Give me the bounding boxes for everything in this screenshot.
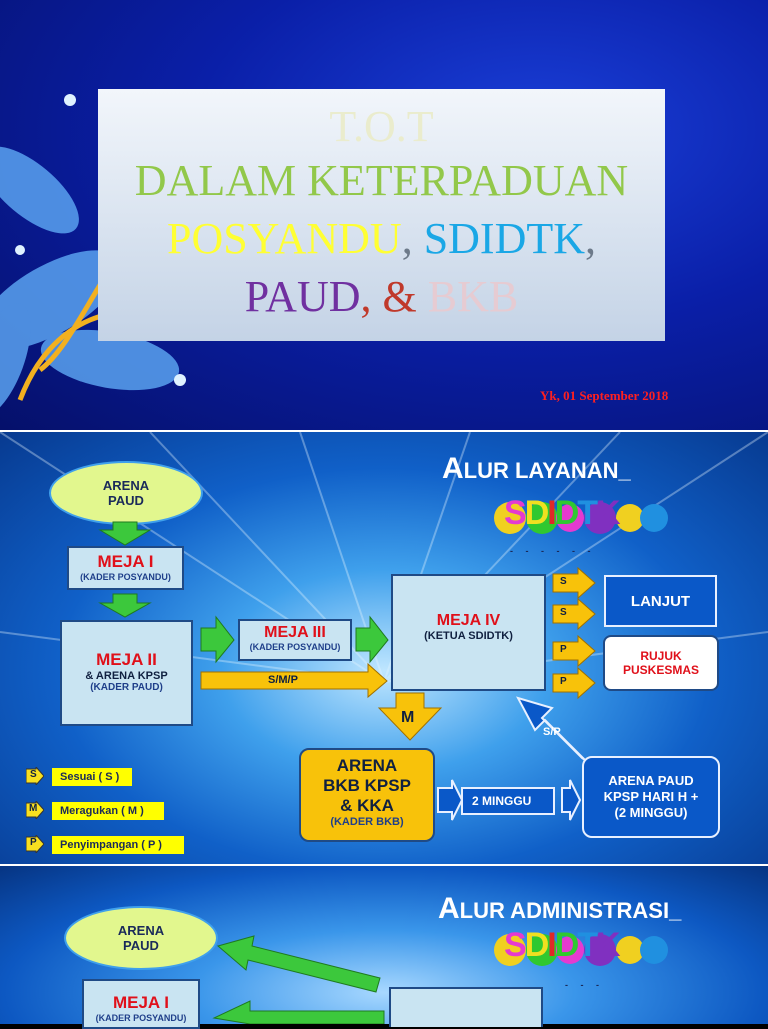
header-rest-text: LUR LAYANAN [463, 458, 619, 483]
header3-cap-letter: A [438, 892, 460, 925]
title-sep-2: , [585, 214, 597, 263]
header-alur-layanan: ALUR LAYANAN_ [442, 452, 631, 485]
legend-arrow-icon [26, 801, 44, 819]
meja-1-subtitle-2: (KADER POSYANDU) [95, 1013, 187, 1023]
logo-dashes: - - - - - - [510, 546, 591, 556]
dua-minggu-label: 2 MINGGU [472, 794, 532, 808]
meja-3-subtitle: (KADER POSYANDU) [249, 642, 341, 652]
meja-1-title: MEJA I [97, 552, 154, 571]
arrow-p-label-2: P [560, 676, 567, 687]
sdidtk-logo: SDIDTK [492, 492, 672, 538]
arena-paud-oval: ARENA PAUD [49, 461, 203, 525]
meja-3-box: MEJA III (KADER POSYANDU) [238, 619, 352, 661]
arena-bkb-subtitle: (KADER BKB) [330, 816, 404, 828]
meja-box-partial [389, 987, 543, 1027]
legend-tag-m: M [29, 803, 38, 814]
title-sep-1: , [401, 214, 413, 263]
rujuk-puskesmas-box: RUJUK PUSKESMAS [603, 635, 719, 691]
fractal-flower-decoration-icon [0, 94, 203, 417]
title-tot: T.O.T [329, 102, 434, 151]
arena-bkb-line1: ARENA [336, 756, 398, 775]
arena-bkb-line3: & KKA [340, 796, 394, 815]
logo-dashes-2: - - - [565, 980, 599, 990]
legend-tag-s: S [30, 769, 37, 780]
arena-bkb-line2: BKB KPSP [323, 776, 411, 795]
meja-4-title: MEJA IV [436, 612, 501, 629]
sdidtk-logo-letters: SDIDTK [504, 494, 621, 532]
meja-3-title: MEJA III [264, 624, 326, 641]
title-line-paud-bkb: PAUD, & BKB [98, 275, 665, 319]
title-dalam-keterpaduan: DALAM KETERPADUAN [134, 156, 629, 205]
sdidtk-logo-icon [494, 502, 668, 534]
legend-label-sesuai: Sesuai ( S ) [52, 768, 132, 786]
title-line-posyandu-sdidtk: POSYANDU, SDIDTK, [98, 217, 665, 261]
arrow-s-label-1: S [560, 576, 567, 587]
arena-paud-kpsp-box: ARENA PAUD KPSP HARI H + (2 MINGGU) [582, 756, 720, 838]
meja-2-box: MEJA II & ARENA KPSP (KADER PAUD) [60, 620, 193, 726]
m-label: M [401, 709, 415, 726]
sdidtk-logo-icon [494, 934, 668, 966]
meja-2-title: MEJA II [96, 650, 157, 669]
title-sdidtk: SDIDTK [423, 214, 586, 263]
arena-bkb-box: ARENA BKB KPSP & KKA (KADER BKB) [299, 748, 435, 842]
smp-label: S/M/P [268, 674, 298, 686]
lanjut-box: LANJUT [604, 575, 717, 627]
legend-label-penyimpangan: Penyimpangan ( P ) [52, 836, 184, 854]
title-slide: T.O.T DALAM KETERPADUAN POSYANDU, SDIDTK… [0, 0, 768, 432]
title-posyandu: POSYANDU [166, 214, 402, 263]
meja-2-line2: & ARENA KPSP [85, 670, 168, 682]
meja-1-subtitle: (KADER POSYANDU) [80, 572, 171, 582]
sp-label: S/P [543, 726, 561, 738]
legend-tag-p: P [30, 837, 37, 848]
legend-label-meragukan: Meragukan ( M ) [52, 802, 164, 820]
title-sep-3: , & [360, 272, 417, 321]
meja-4-subtitle: (KETUA SDIDTK) [424, 630, 513, 642]
title-box: T.O.T DALAM KETERPADUAN POSYANDU, SDIDTK… [98, 89, 665, 341]
slide-date: Yk, 01 September 2018 [540, 388, 669, 403]
meja-1-title-2: MEJA I [112, 993, 170, 1012]
meja-2-subtitle: (KADER PAUD) [90, 682, 163, 693]
legend-arrow-icon [26, 767, 44, 785]
sdidtk-logo-2-letters: SDIDTK [504, 926, 621, 964]
meja-1-box: MEJA I (KADER POSYANDU) [67, 546, 184, 590]
arena-paud-oval-2: ARENA PAUD [64, 906, 218, 970]
meja-4-box: MEJA IV (KETUA SDIDTK) [391, 574, 546, 691]
arrow-p-label-1: P [560, 644, 567, 655]
legend-arrow-icon [26, 835, 44, 853]
arrow-s-label-2: S [560, 607, 567, 618]
title-bkb: BKB [427, 272, 519, 321]
meja-1-box-2: MEJA I (KADER POSYANDU) [82, 979, 200, 1029]
title-paud: PAUD [244, 272, 361, 321]
header3-rest-text: LUR ADMINISTRASI [459, 898, 670, 923]
header-cap-letter: A [442, 452, 464, 485]
sdidtk-logo-2: SDIDTK [492, 924, 672, 970]
header-alur-administrasi: ALUR ADMINISTRASI_ [438, 892, 682, 925]
